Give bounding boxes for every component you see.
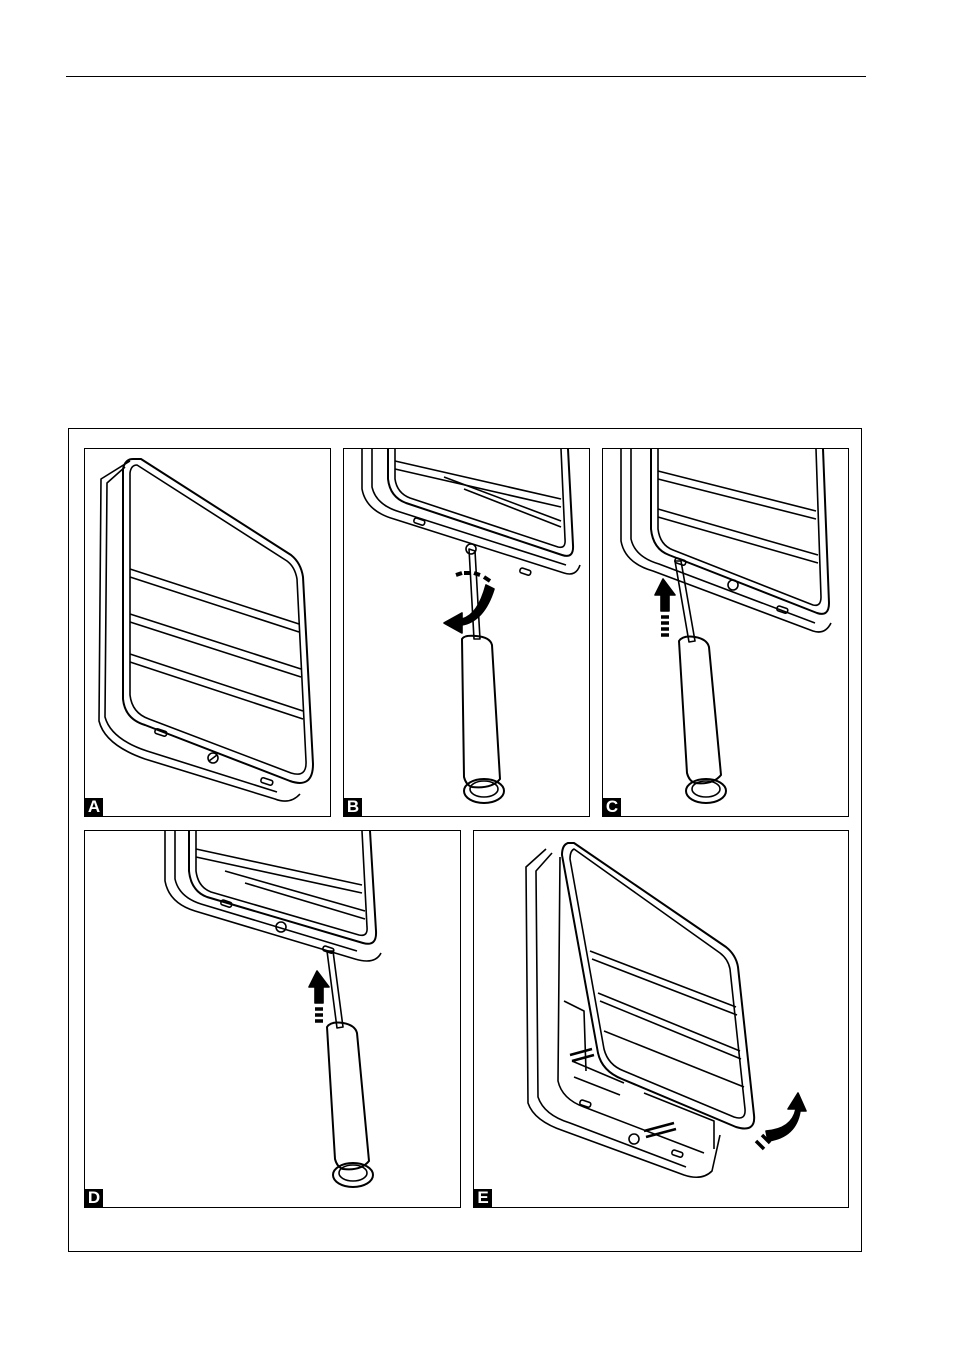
housing-illustration bbox=[98, 458, 314, 802]
housing-illustration bbox=[620, 449, 832, 804]
rotate-arrow-icon bbox=[443, 571, 495, 634]
screwdriver-icon bbox=[326, 950, 374, 1188]
up-arrow-icon bbox=[308, 970, 330, 1023]
panel-b: B bbox=[343, 448, 590, 817]
panel-label: D bbox=[85, 1189, 103, 1207]
panel-label: B bbox=[344, 798, 362, 816]
panel-label: E bbox=[474, 1189, 492, 1207]
housing-illustration bbox=[164, 831, 382, 1188]
figure-frame bbox=[68, 428, 862, 1252]
screwdriver-icon bbox=[461, 548, 505, 804]
panel-label: C bbox=[603, 798, 621, 816]
rotate-arrow-icon bbox=[754, 1092, 807, 1151]
up-arrow-icon bbox=[654, 578, 676, 637]
panel-c: C bbox=[602, 448, 849, 817]
panel-a: A bbox=[84, 448, 331, 817]
housing-illustration bbox=[361, 449, 581, 804]
panel-label: A bbox=[85, 798, 103, 816]
header-rule bbox=[66, 76, 866, 77]
screwdriver-icon bbox=[674, 560, 727, 804]
housing-illustration bbox=[525, 842, 807, 1179]
panel-d: D bbox=[84, 830, 461, 1208]
panel-e: E bbox=[473, 830, 849, 1208]
